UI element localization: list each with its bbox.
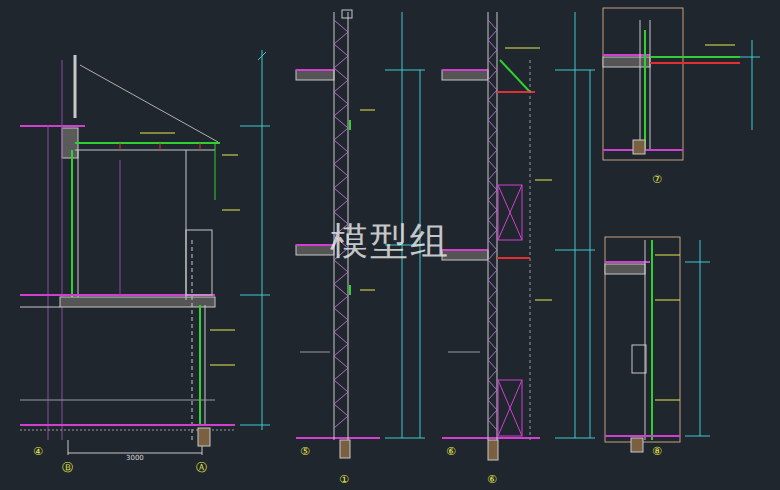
- axis-bubble: ⑥: [487, 474, 497, 485]
- section-number: ⑥: [446, 446, 456, 457]
- section-number: ④: [33, 446, 43, 457]
- dimension-text: 3000: [126, 455, 144, 462]
- section-number: ⑦: [652, 174, 662, 185]
- section-number: ⑧: [652, 446, 662, 457]
- axis-bubble: Ⓑ: [62, 462, 73, 473]
- section-number: ⑤: [300, 446, 310, 457]
- axis-bubble: ①: [339, 474, 349, 485]
- axis-bubble: Ⓐ: [196, 462, 207, 473]
- watermark: 模型组: [330, 222, 450, 260]
